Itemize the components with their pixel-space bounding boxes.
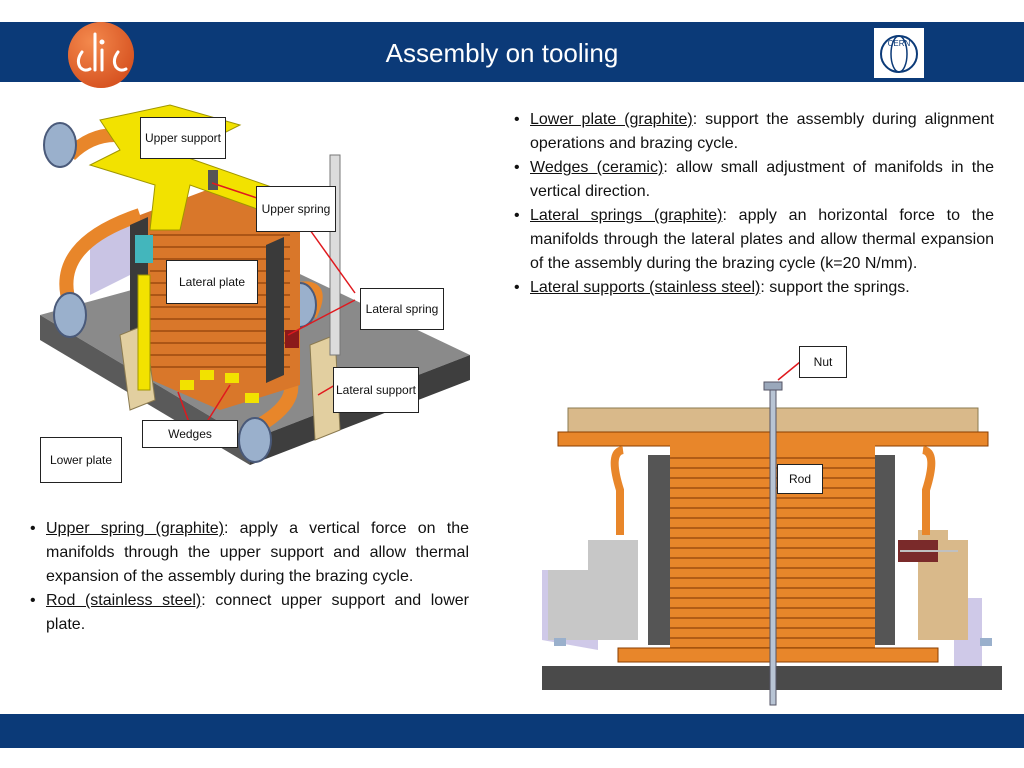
- bullet-term: Lateral springs (graphite): [530, 207, 723, 224]
- section-figure: [528, 340, 1024, 715]
- label-upper-spring: Upper spring: [256, 186, 336, 232]
- label-wedges: Wedges: [142, 420, 238, 448]
- bullet-term: Upper spring (graphite): [46, 520, 224, 537]
- bullet-term: Lower plate (graphite): [530, 111, 693, 128]
- slide-title: Assembly on tooling: [385, 38, 619, 68]
- label-lateral-support: Lateral support: [333, 367, 419, 413]
- footer-bar: [0, 714, 1024, 748]
- bullet-text: : allow small adjustment of manifolds in…: [530, 159, 995, 200]
- bullet-lateral-supports: Lateral supports (stainless steel): supp…: [510, 276, 994, 300]
- bullet-rod: Rod (stainless steel): connect upper sup…: [26, 589, 469, 637]
- label-upper-support: Upper support: [140, 117, 226, 159]
- bullet-lateral-springs: Lateral springs (graphite): apply an hor…: [510, 204, 994, 276]
- bullet-text: : apply a vertical force on the manifold…: [46, 520, 469, 585]
- label-nut: Nut: [799, 346, 847, 378]
- bullet-upper-spring: Upper spring (graphite): apply a vertica…: [26, 517, 469, 589]
- label-rod: Rod: [777, 464, 823, 494]
- bullet-text: : support the assembly during alignment …: [530, 111, 994, 152]
- bullet-text: : connect upper support and lower plate.: [46, 592, 469, 633]
- cern-logo-text: CERN: [888, 39, 911, 48]
- left-bullet-list: Upper spring (graphite): apply a vertica…: [26, 517, 469, 637]
- bullet-term: Rod (stainless steel): [46, 592, 202, 609]
- label-lateral-spring: Lateral spring: [360, 288, 444, 330]
- bullet-term: Wedges (ceramic): [530, 159, 664, 176]
- bullet-wedges: Wedges (ceramic): allow small adjustment…: [510, 156, 994, 204]
- header-bar: [0, 22, 1024, 82]
- right-bullet-list: Lower plate (graphite): support the asse…: [510, 108, 994, 300]
- bullet-term: Lateral supports (stainless steel): [530, 279, 761, 296]
- clic-logo: [68, 22, 134, 88]
- bullet-text: : apply an horizontal force to the manif…: [530, 207, 994, 272]
- label-lower-plate: Lower plate: [40, 437, 122, 483]
- cern-logo: CERN: [872, 26, 926, 80]
- bullet-text: : support the springs.: [760, 279, 910, 296]
- bullet-lower-plate: Lower plate (graphite): support the asse…: [510, 108, 994, 156]
- label-lateral-plate: Lateral plate: [166, 260, 258, 304]
